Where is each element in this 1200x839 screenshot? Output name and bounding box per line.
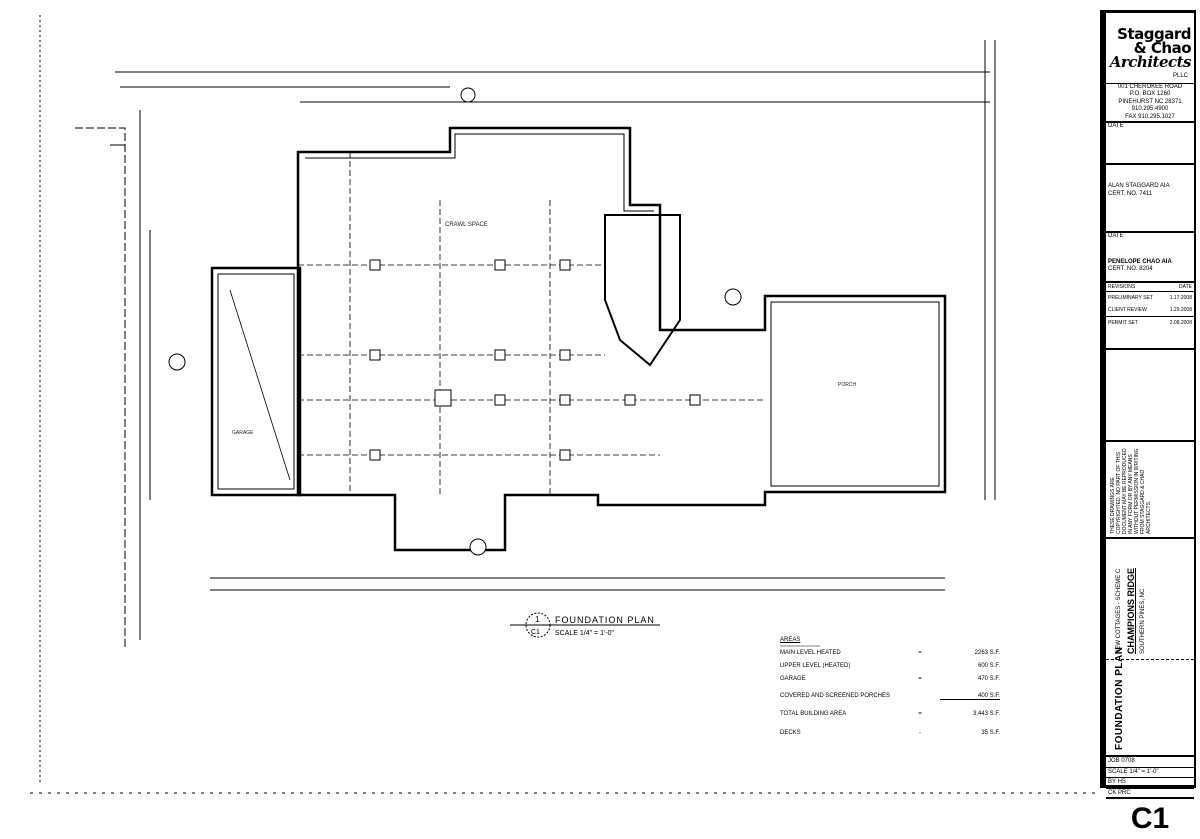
room-label-porch: PORCH [838, 382, 857, 388]
detail-number: 1 [535, 615, 540, 624]
garage-wall [210, 266, 302, 497]
chimney-footing [604, 214, 681, 367]
area-schedule: AREAS MAIN LEVEL HEATED=2263 S.F. UPPER … [780, 633, 1010, 739]
area-row: TOTAL BUILDING AREA=3,443 S.F. [780, 710, 1000, 717]
project-section: NEW COTTAGES - SCHEME C CHAMPIONS RIDGE … [1106, 539, 1194, 660]
drawing-title: FOUNDATION PLAN [555, 615, 655, 625]
sheet-number: C1 [1130, 802, 1170, 835]
architect1-section: ALAN STAGGARD AIA CERT. NO. 7411 [1106, 183, 1194, 233]
job-info: JOB 0708 SCALE 1/4" = 1'-0" BY HS CK PRC [1106, 757, 1194, 799]
area-row: GARAGE=470 S.F. [780, 675, 1000, 682]
foundation-plan-drawing: 1 C1 [30, 15, 1095, 794]
room-label-garage: GARAGE [232, 430, 254, 436]
porch-wall [770, 301, 940, 487]
architect2-section: DATE PENELOPE CHAO AIA CERT. NO. 8204 [1106, 233, 1194, 283]
detail-title-bubble: 1 C1 [510, 612, 660, 638]
blank-revisions [1106, 350, 1194, 442]
firm-logo: Staggard & Chao Architects [1109, 25, 1192, 71]
detail-sheet: C1 [531, 629, 540, 636]
beam-lines [229, 152, 765, 495]
section-markers [168, 87, 742, 556]
firm-section: Staggard & Chao Architects PLLC 001 CHER… [1106, 13, 1194, 165]
foundation-walls [210, 126, 947, 552]
title-block: Staggard & Chao Architects PLLC 001 CHER… [1100, 10, 1196, 835]
area-row: UPPER LEVEL (HEATED)600 S.F. [780, 662, 1000, 669]
room-label-crawl-space: CRAWL SPACE [445, 222, 488, 228]
copyright-section: THESE DRAWINGS ARE COPYRIGHTED. NO PART … [1106, 442, 1194, 539]
area-row: DECKS-35 S.F. [780, 729, 1000, 736]
piers [369, 259, 701, 461]
area-row: MAIN LEVEL HEATED=2263 S.F. [780, 649, 1000, 656]
main-foundation-wall [296, 126, 947, 552]
drawing-scale: SCALE 1/4" = 1'-0" [555, 630, 615, 637]
sheet-title-section: FOUNDATION PLAN [1106, 647, 1194, 757]
area-heading: AREAS [780, 636, 801, 643]
